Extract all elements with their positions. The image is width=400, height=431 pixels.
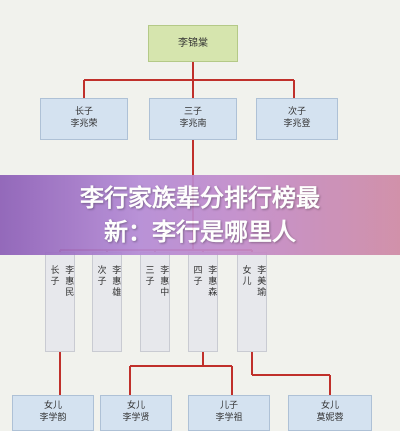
node-gen3-2: 次子 李惠雄 [92, 252, 122, 352]
node-gen3-5-role: 女儿 [240, 265, 251, 287]
node-son-3: 次子 李兆登 [256, 98, 338, 140]
node-gen3-4-role: 四子 [191, 265, 202, 287]
node-gen3-3: 三子 李惠中 [140, 252, 170, 352]
node-son-2-name: 李兆南 [179, 119, 207, 129]
node-son-1-role: 长子 [74, 107, 93, 118]
banner-title-line-1: 李行家族辈分排行榜最 [80, 184, 320, 212]
node-gen4-4-name: 莫妮蓉 [316, 413, 344, 423]
node-gen4-1-role: 女儿 [43, 401, 62, 412]
node-root-name: 李锦棠 [178, 38, 208, 49]
node-son-2: 三子 李兆南 [149, 98, 237, 140]
node-gen4-1: 女儿 李学韵 [12, 395, 94, 431]
banner-title-line-2: 新：李行是哪里人 [104, 218, 296, 246]
node-gen3-3-role: 三子 [143, 265, 154, 287]
node-gen4-2-name: 李学贤 [122, 413, 150, 423]
node-gen4-1-name: 李学韵 [39, 413, 67, 423]
node-son-1-name: 李兆荣 [70, 119, 98, 129]
node-gen3-1-role: 长子 [48, 265, 59, 287]
node-gen4-2: 女儿 李学贤 [100, 395, 172, 431]
node-gen3-5-name: 李美瑜 [255, 265, 266, 298]
node-son-3-role: 次子 [287, 107, 306, 118]
node-son-2-role: 三子 [183, 107, 202, 118]
node-gen3-5: 女儿 李美瑜 [237, 252, 267, 352]
node-gen3-3-name: 李惠中 [158, 265, 169, 298]
node-root: 李锦棠 [148, 25, 238, 62]
node-gen4-3-name: 李学祖 [215, 413, 243, 423]
node-gen4-4: 女儿 莫妮蓉 [288, 395, 372, 431]
node-gen3-1: 长子 李惠民 [45, 252, 75, 352]
title-banner: 李行家族辈分排行榜最 新：李行是哪里人 [0, 175, 400, 255]
node-gen4-3: 儿子 李学祖 [188, 395, 270, 431]
node-gen3-4-name: 李惠森 [206, 265, 217, 298]
node-gen3-2-name: 李惠雄 [110, 265, 121, 298]
node-gen3-1-name: 李惠民 [63, 265, 74, 298]
node-son-3-name: 李兆登 [283, 119, 311, 129]
node-gen4-3-role: 儿子 [219, 401, 238, 412]
node-gen4-2-role: 女儿 [126, 401, 145, 412]
node-gen3-2-role: 次子 [95, 265, 106, 287]
node-son-1: 长子 李兆荣 [40, 98, 128, 140]
node-gen3-4: 四子 李惠森 [188, 252, 218, 352]
node-gen4-4-role: 女儿 [320, 401, 339, 412]
